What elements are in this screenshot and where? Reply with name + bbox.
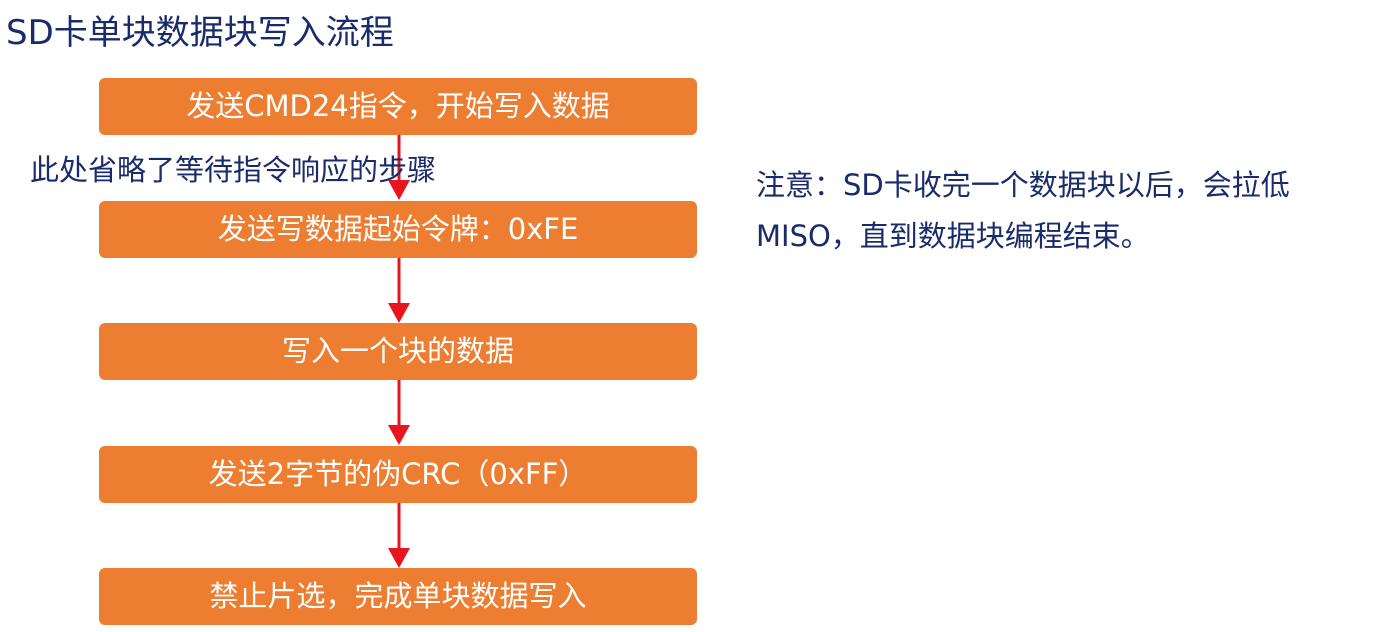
flow-step-send-start-token: 发送写数据起始令牌：0xFE bbox=[99, 201, 697, 258]
arrow-step2-to-step3 bbox=[388, 258, 410, 323]
notice-line-1: 注意：SD卡收完一个数据块以后，会拉低 bbox=[756, 168, 1290, 202]
flow-step-write-block-data: 写入一个块的数据 bbox=[99, 323, 697, 380]
arrow-step3-to-step4 bbox=[388, 380, 410, 445]
notice-line-2: MISO，直到数据块编程结束。 bbox=[756, 219, 1150, 253]
notice-text: 注意：SD卡收完一个数据块以后，会拉低 MISO，直到数据块编程结束。 bbox=[756, 160, 1371, 262]
flow-step-send-cmd24: 发送CMD24指令，开始写入数据 bbox=[99, 78, 697, 135]
page-title: SD卡单块数据块写入流程 bbox=[6, 13, 394, 53]
side-note-omitted-step: 此处省略了等待指令响应的步骤 bbox=[30, 153, 437, 187]
flow-step-deselect-finish: 禁止片选，完成单块数据写入 bbox=[99, 568, 697, 625]
flow-step-send-dummy-crc: 发送2字节的伪CRC（0xFF） bbox=[99, 446, 697, 503]
arrow-step4-to-step5 bbox=[388, 503, 410, 568]
